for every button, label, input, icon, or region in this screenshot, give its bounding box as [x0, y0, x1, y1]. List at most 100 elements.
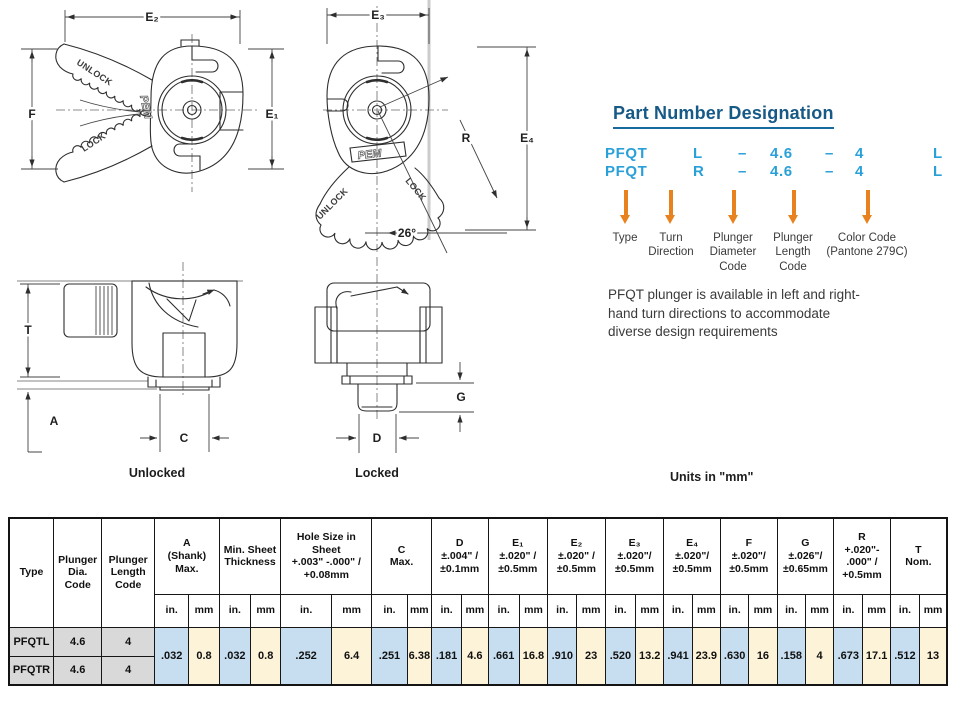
row-dia-code: 4.6: [52, 626, 103, 657]
pn-label-color-code: Color Code (Pantone 279C): [826, 232, 908, 259]
dim-r: R: [462, 131, 471, 145]
unit-header-in: in.: [218, 593, 252, 628]
pem-logo-text-2: PEM: [357, 147, 383, 162]
value-cell: .673: [833, 626, 864, 686]
pn-color: L: [933, 163, 943, 180]
designation-arrow-down-icon: [620, 190, 631, 225]
col-header-t: T Nom.: [889, 517, 948, 595]
part-number-row-left: PFQT L – 4.6 – 4 L: [605, 145, 955, 163]
pn-turn: R: [693, 163, 705, 180]
designation-arrow-down-icon: [728, 190, 739, 225]
value-cell: .661: [487, 626, 520, 686]
part-number-row-right: PFQT R – 4.6 – 4 L: [605, 163, 955, 181]
row-header-type: PFQTL: [8, 626, 54, 657]
unit-header-in: in.: [371, 593, 408, 628]
value-cell: 13: [919, 626, 948, 686]
col-header-e3: E₃ ±.020"/ ±0.5mm: [604, 517, 665, 595]
view-top-locked: PEM UNLOCK LOCK E₃ E₄ R 26°: [314, 0, 537, 254]
unit-header-mm: mm: [461, 593, 489, 628]
col-header-e1: E₁ ±.020" / ±0.5mm: [487, 517, 549, 595]
dim-e1: E₁: [266, 107, 279, 121]
pn-dash: –: [738, 145, 747, 162]
part-number-designation-title: Part Number Designation: [613, 103, 834, 129]
col-header-d: D ±.004" / ±0.1mm: [430, 517, 489, 595]
pn-turn: L: [693, 145, 703, 162]
unit-header-mm: mm: [691, 593, 721, 628]
value-cell: .520: [604, 626, 637, 686]
unit-header-in: in.: [487, 593, 520, 628]
dim-e3: E₃: [371, 8, 385, 22]
unit-header-in: in.: [153, 593, 190, 628]
col-header-min-sheet: Min. Sheet Thickness: [218, 517, 282, 595]
unit-header-mm: mm: [330, 593, 373, 628]
value-cell: 23: [576, 626, 606, 686]
table-row-pfqtl: PFQTL 4.6 4 .032 0.8 .032 0.8 .252 6.4 .…: [8, 626, 948, 686]
caption-unlocked: Unlocked: [129, 466, 185, 480]
pn-label-turn-direction: Turn Direction: [648, 232, 694, 259]
pn-dash: –: [825, 145, 834, 162]
value-cell: .252: [280, 626, 332, 686]
unit-header-in: in.: [547, 593, 578, 628]
unit-header-in: in.: [280, 593, 332, 628]
col-header-plunger-length-code: Plunger Length Code: [101, 517, 155, 628]
value-cell: .158: [776, 626, 806, 686]
lock-text: LOCK: [80, 131, 108, 154]
col-header-hole-size: Hole Size in Sheet +.003" -.000" / +0.08…: [280, 517, 373, 595]
designation-arrow-down-icon: [665, 190, 676, 225]
spec-table-container: Type Plunger Dia. Code Plunger Length Co…: [8, 517, 948, 686]
technical-drawings: UNLOCK LOCK PEM E₂ F: [17, 0, 537, 480]
view-top-unlocked: UNLOCK LOCK PEM E₂ F: [21, 8, 284, 192]
unlock-text: UNLOCK: [75, 57, 114, 87]
value-cell: 16.8: [518, 626, 549, 686]
row-dia-code: 4.6: [52, 655, 103, 686]
col-header-plunger-dia-code: Plunger Dia. Code: [52, 517, 103, 628]
table-row-pfqtr: PFQTR 4.6 4: [8, 655, 947, 686]
pn-type: PFQT: [605, 145, 648, 162]
dim-e2: E₂: [145, 10, 158, 24]
unit-header-in: in.: [776, 593, 806, 628]
units-note: Units in "mm": [670, 470, 754, 484]
unit-header-mm: mm: [250, 593, 282, 628]
col-header-g: G ±.026"/ ±0.65mm: [776, 517, 835, 595]
pn-dia: 4.6: [770, 163, 793, 180]
value-cell: 6.4: [330, 626, 373, 686]
value-cell: 4.6: [461, 626, 489, 686]
unit-header-mm: mm: [576, 593, 606, 628]
value-cell: 13.2: [635, 626, 665, 686]
value-cell: .941: [663, 626, 693, 686]
spec-table: Type Plunger Dia. Code Plunger Length Co…: [8, 517, 948, 686]
pn-dash: –: [738, 163, 747, 180]
unit-header-mm: mm: [518, 593, 549, 628]
pn-label-type: Type: [612, 232, 638, 244]
view-side-locked: G D Locked: [314, 257, 474, 480]
designation-arrow-down-icon: [788, 190, 799, 225]
availability-note: PFQT plunger is available in left and ri…: [608, 287, 860, 340]
value-cell: 4: [804, 626, 835, 686]
dim-t: T: [24, 323, 32, 337]
row-length-code: 4: [101, 626, 155, 657]
dim-angle: 26°: [398, 226, 416, 240]
unit-header-in: in.: [604, 593, 637, 628]
col-header-e2: E₂ ±.020" / ±0.5mm: [547, 517, 606, 595]
view-side-unlocked: T A C Unlocked: [17, 262, 243, 480]
pn-label-plunger-diameter-code: Plunger Diameter Code: [709, 232, 757, 273]
dim-g: G: [456, 390, 465, 404]
unit-header-mm: mm: [188, 593, 220, 628]
unit-header-mm: mm: [635, 593, 665, 628]
pn-type: PFQT: [605, 163, 648, 180]
row-header-type: PFQTR: [8, 655, 54, 686]
col-header-r: R +.020"- .000" / +0.5mm: [833, 517, 891, 595]
value-cell: 0.8: [188, 626, 220, 686]
col-header-a-shank: A (Shank) Max.: [154, 517, 220, 595]
value-cell: .910: [547, 626, 578, 686]
pn-color: L: [933, 145, 943, 162]
value-cell: .032: [218, 626, 252, 686]
unit-header-in: in.: [833, 593, 864, 628]
unit-header-in: in.: [663, 593, 693, 628]
value-cell: .251: [371, 626, 408, 686]
row-length-code: 4: [101, 655, 155, 686]
value-cell: 23.9: [691, 626, 721, 686]
pem-logo-text: PEM: [137, 94, 154, 121]
pn-label-plunger-length-code: Plunger Length Code: [773, 232, 813, 273]
pn-dia: 4.6: [770, 145, 793, 162]
